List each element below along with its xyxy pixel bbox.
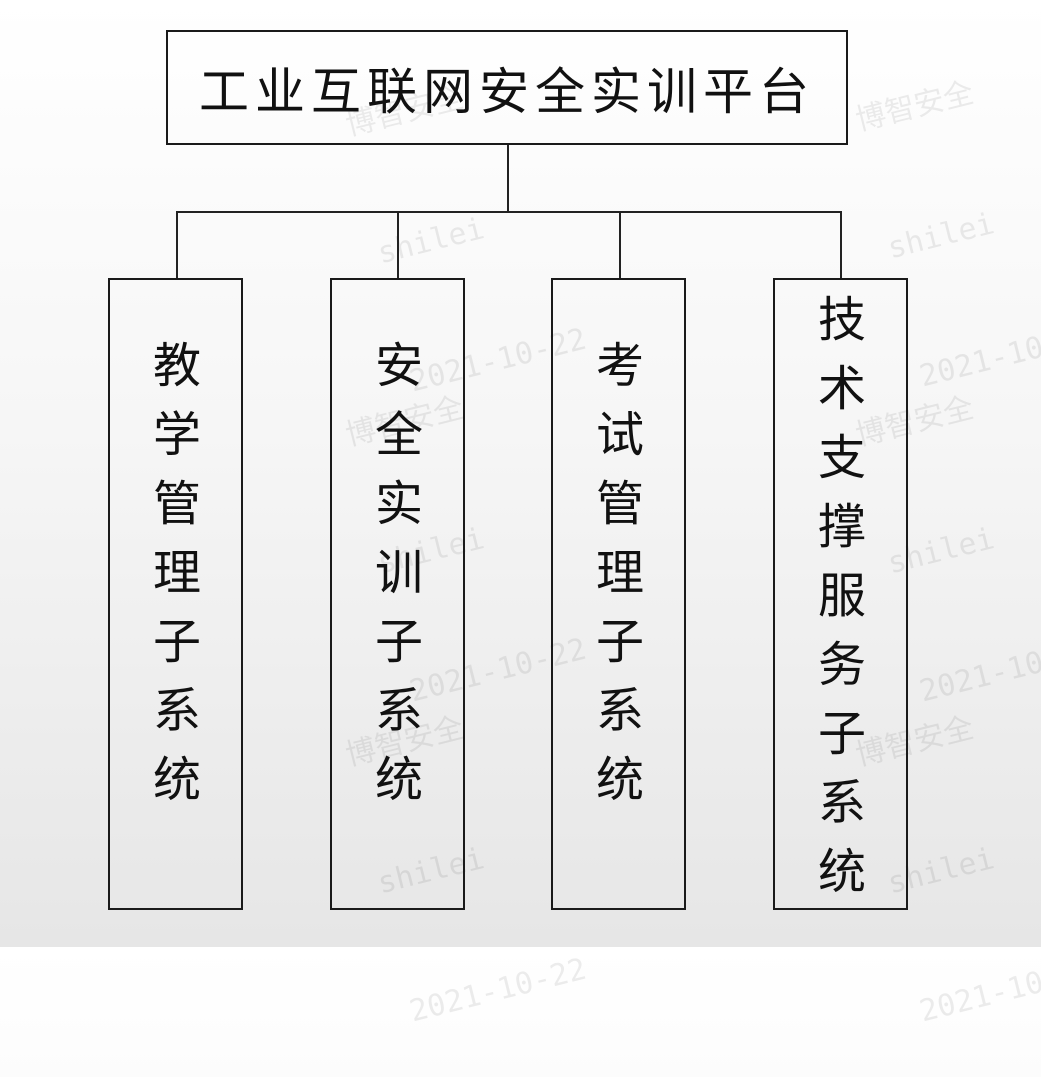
watermark-line2: shilei	[374, 211, 488, 272]
child-node-label: 考试管理子系统	[596, 338, 645, 808]
child-node-technical-support: 技术支撑服务子系统	[773, 278, 908, 910]
child-node-teaching-management: 教学管理子系统	[108, 278, 243, 910]
child-node-label: 安全实训子系统	[375, 338, 424, 808]
connector-bus	[176, 211, 842, 213]
connector-child-4	[840, 211, 842, 278]
watermark-line2: shilei	[884, 206, 998, 267]
watermark-line3: 2021-10-22	[406, 951, 590, 1030]
child-node-exam-management: 考试管理子系统	[551, 278, 686, 910]
root-node: 工业互联网安全实训平台	[166, 30, 848, 145]
connector-child-3	[619, 211, 621, 278]
child-node-label: 教学管理子系统	[153, 338, 202, 808]
child-node-label: 技术支撑服务子系统	[818, 292, 867, 900]
watermark-line3: 2021-10-22	[916, 951, 1041, 1030]
connector-root-stem	[507, 145, 509, 212]
child-node-security-training: 安全实训子系统	[330, 278, 465, 910]
connector-child-1	[176, 211, 178, 278]
watermark-line1: 博智安全	[852, 75, 978, 139]
connector-child-2	[397, 211, 399, 278]
watermark-line3: 2021-10-22	[916, 631, 1041, 710]
root-node-label: 工业互联网安全实训平台	[199, 62, 815, 121]
watermark-line3: 2021-10-22	[916, 316, 1041, 395]
